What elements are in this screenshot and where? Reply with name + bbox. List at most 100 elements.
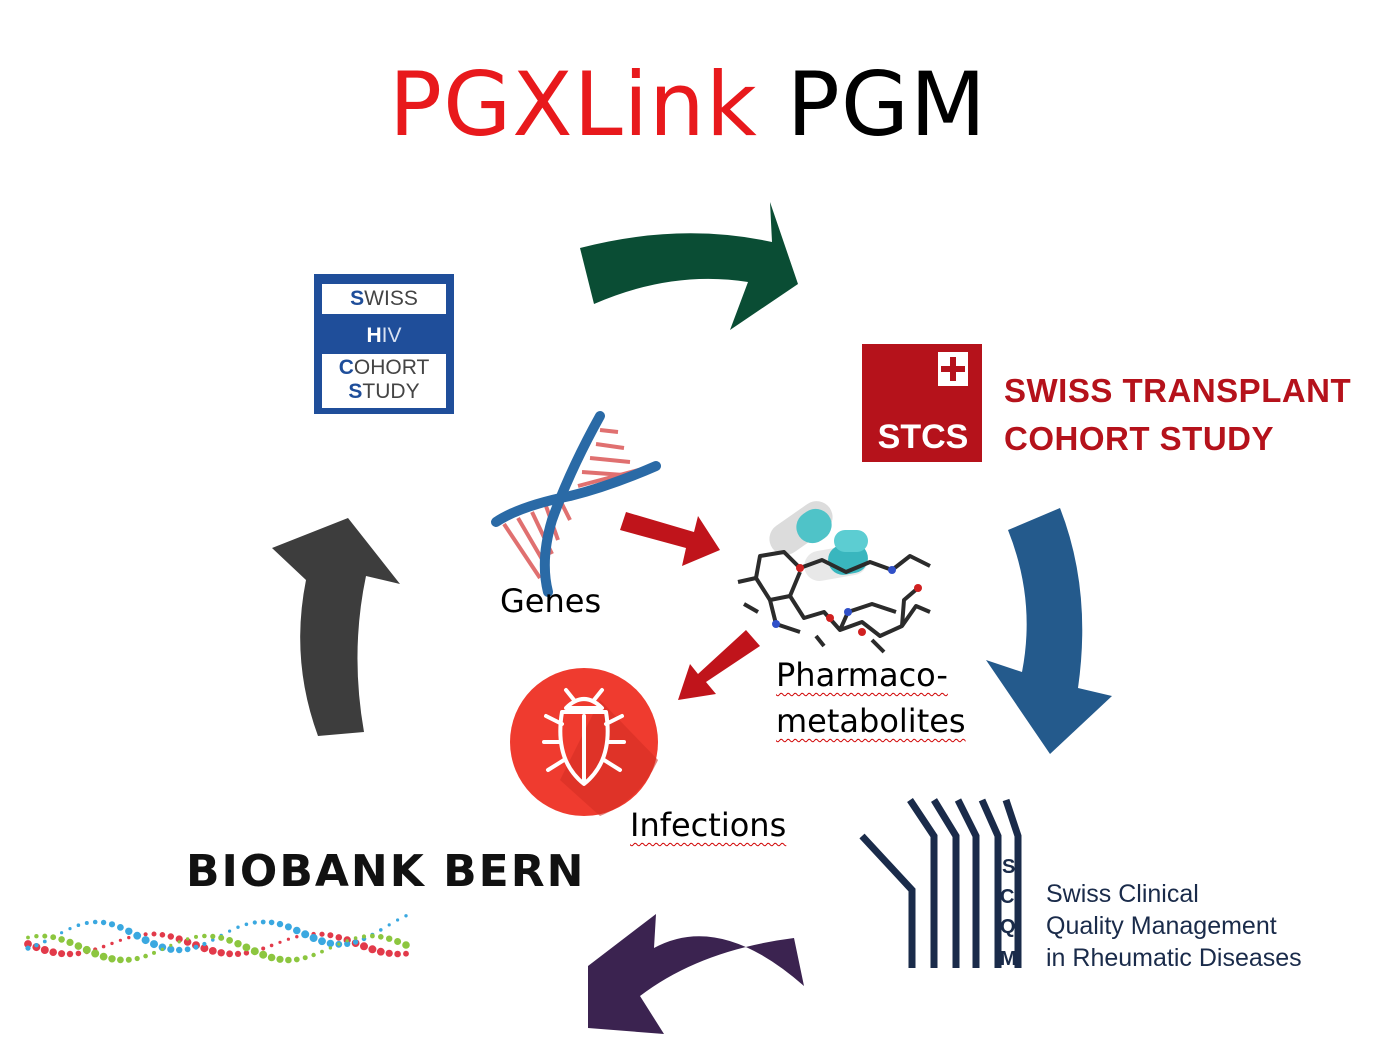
helix-dot xyxy=(319,931,325,937)
helix-dot xyxy=(108,921,116,928)
bug-icon xyxy=(510,668,658,816)
stcs-name-line-1: SWISS TRANSPLANT xyxy=(1004,372,1352,409)
helix-dot xyxy=(127,935,131,940)
helix-dot xyxy=(42,933,48,939)
helix-dot xyxy=(175,935,183,943)
helix-dot xyxy=(100,919,107,926)
scqm-letter-q: Q xyxy=(1000,916,1016,938)
helix-dot xyxy=(208,947,217,955)
helix-dot xyxy=(402,941,410,949)
helix-dot xyxy=(125,927,133,935)
helix-dot xyxy=(60,931,64,935)
helix-dot xyxy=(108,955,116,963)
scqm-name-line-1: Swiss Clinical xyxy=(1046,880,1199,908)
helix-dot xyxy=(387,923,391,927)
helix-dot xyxy=(396,918,400,922)
helix-dot xyxy=(99,952,108,961)
helix-dot xyxy=(193,944,199,950)
helix-dot xyxy=(184,946,191,953)
helix-dot xyxy=(176,946,183,954)
helix-dot xyxy=(376,947,385,956)
helix-dot xyxy=(244,922,249,927)
helix-dot xyxy=(301,930,310,939)
helix-dot xyxy=(345,939,349,943)
biobank-bern-title: BIOBANK BERN xyxy=(186,846,586,897)
helix-dot xyxy=(117,956,124,964)
helix-dot xyxy=(386,935,393,942)
helix-dot xyxy=(236,925,240,929)
helix-dot xyxy=(302,955,308,961)
shcs-line-2: HIV xyxy=(322,322,446,350)
swiss-hiv-cohort-study-logo: SWISS HIV COHORT STUDY xyxy=(314,274,454,414)
helix-dot xyxy=(34,934,39,939)
helix-dot xyxy=(234,940,242,948)
helix-dot xyxy=(259,950,268,959)
helix-dot xyxy=(143,953,148,959)
helix-dot xyxy=(394,938,402,945)
scqm-letter-m: M xyxy=(1000,948,1017,970)
helix-dot xyxy=(250,947,259,956)
helix-dot xyxy=(74,942,83,950)
dna-icon xyxy=(491,411,661,597)
helix-dot xyxy=(217,949,225,957)
helix-dot xyxy=(76,923,81,927)
helix-dot xyxy=(200,944,209,953)
helix-dot xyxy=(159,932,166,938)
title-pgm: PGM xyxy=(786,53,987,156)
helix-dot xyxy=(320,949,324,954)
helix-dot xyxy=(150,940,158,949)
shcs-line-1: SWISS xyxy=(322,284,446,314)
helix-dot xyxy=(284,923,292,931)
stcs-logo-block xyxy=(862,344,982,462)
helix-dot xyxy=(40,946,49,954)
molecule-icon xyxy=(737,550,931,654)
shcs-line-3-4: COHORT STUDY xyxy=(322,354,446,408)
title-pgxlink: PGXLink xyxy=(389,53,758,156)
cycle-arrow-bottom xyxy=(588,914,804,1034)
page-title: PGXLink PGM xyxy=(0,50,1376,160)
helix-dot xyxy=(101,944,106,949)
helix-dot xyxy=(169,943,173,948)
helix-dot xyxy=(335,934,343,941)
scqm-emblem xyxy=(859,798,1022,968)
helix-dot xyxy=(24,940,32,948)
helix-dot xyxy=(352,939,359,945)
cycle-arrow-right xyxy=(986,508,1112,754)
helix-dot xyxy=(394,950,401,958)
helix-dot xyxy=(49,948,57,956)
helix-dot xyxy=(276,955,284,963)
scqm-name-line-3: in Rheumatic Diseases xyxy=(1046,944,1302,972)
helix-dot xyxy=(327,932,334,939)
helix-dot xyxy=(403,950,409,957)
helix-dot xyxy=(158,943,167,952)
helix-dot xyxy=(368,945,377,954)
helix-dot xyxy=(91,949,100,958)
helix-dot xyxy=(326,939,335,948)
helix-dot xyxy=(309,934,318,942)
cycle-arrow-top xyxy=(580,202,798,330)
helix-dot xyxy=(143,932,148,937)
helix-dot xyxy=(285,956,292,964)
helix-dot xyxy=(311,952,316,958)
helix-dot xyxy=(318,937,326,946)
helix-dot xyxy=(260,919,266,925)
helix-dot xyxy=(295,935,299,939)
helix-dot xyxy=(167,945,175,953)
infections-label: Infections xyxy=(630,806,787,844)
helix-dot xyxy=(194,934,198,939)
biobank-helix-logo xyxy=(24,914,410,964)
helix-dot xyxy=(177,940,181,944)
helix-dot xyxy=(269,943,274,948)
helix-dot xyxy=(134,955,140,962)
helix-dot xyxy=(50,934,57,941)
helix-dot xyxy=(25,945,31,951)
pharmaco-label-line-1: Pharmaco- xyxy=(776,656,948,694)
helix-dot xyxy=(226,950,234,958)
helix-dot xyxy=(252,920,257,925)
scqm-name-line-2: Quality Management xyxy=(1046,912,1277,940)
swiss-cross-icon xyxy=(938,352,968,386)
helix-dot xyxy=(261,946,266,951)
helix-dot xyxy=(344,940,351,948)
helix-dot xyxy=(92,919,98,925)
